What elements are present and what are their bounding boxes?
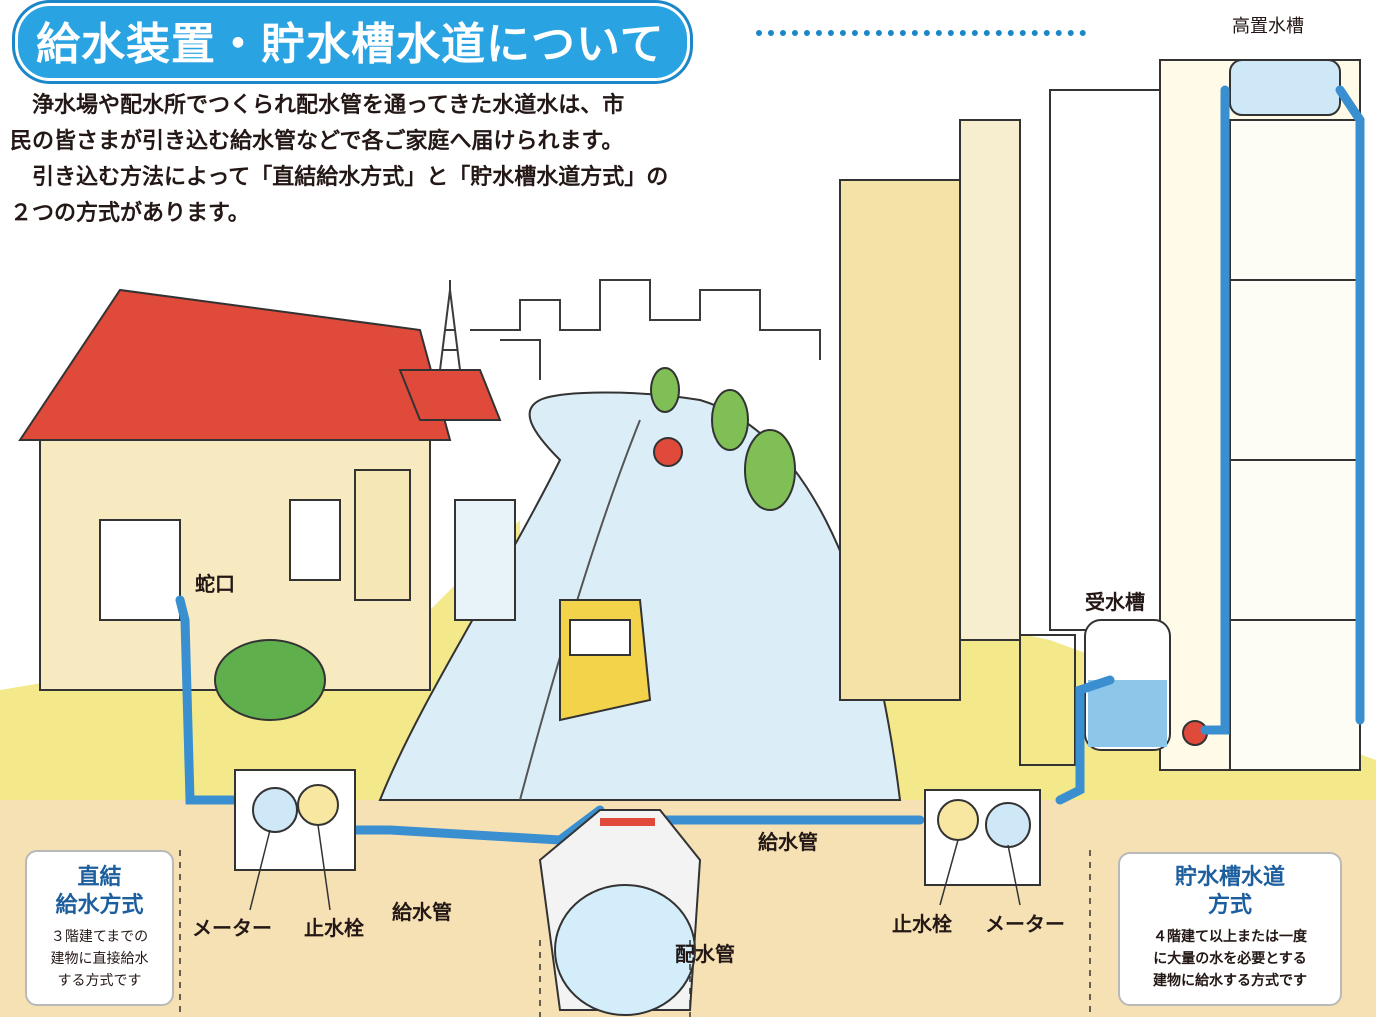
elevated-tank: [1229, 59, 1341, 116]
label-meter-right: メーター: [985, 912, 1065, 936]
storage-tank-box: 貯水槽水道 方式 ４階建て以上または一度 に大量の水を必要とする 建物に給水する…: [1118, 852, 1342, 1006]
storage-tank-desc-line: ４階建て以上または一度: [1153, 929, 1307, 945]
bush: [711, 389, 749, 451]
title-dots: [756, 30, 1086, 36]
direct-supply-title-line: 直結: [77, 865, 122, 890]
label-faucet: 蛇口: [195, 572, 235, 596]
direct-supply-title: 直結 給水方式: [27, 864, 172, 920]
apartment-buildings: [839, 59, 1361, 771]
bush: [214, 639, 326, 721]
direct-supply-desc-line: 建物に直接給水: [50, 951, 149, 967]
storage-tank-desc-line: 建物に給水する方式です: [1153, 973, 1307, 989]
storage-tank-title: 貯水槽水道 方式: [1120, 864, 1340, 920]
label-supply-pipe-right: 給水管: [758, 830, 818, 854]
intro-line: 民の皆さまが引き込む給水管などで各ご家庭へ届けられます。: [10, 129, 624, 154]
label-supply-pipe-left: 給水管: [392, 900, 452, 924]
label-elevated-tank: 高置水槽: [1232, 16, 1304, 37]
storage-tank-title-line: 貯水槽水道: [1174, 865, 1285, 890]
distribution-main: [538, 809, 702, 1016]
direct-supply-desc-line: ３階建てまでの: [50, 929, 149, 945]
label-meter-left: メーター: [192, 916, 272, 940]
tank-fence: [1019, 634, 1076, 766]
storage-tank-desc: ４階建て以上または一度 に大量の水を必要とする 建物に給水する方式です: [1120, 926, 1340, 992]
direct-supply-desc: ３階建てまでの 建物に直接給水 する方式です: [27, 926, 172, 992]
label-stopcock-right: 止水栓: [892, 912, 952, 936]
meter-box-right: [924, 789, 1041, 886]
label-stopcock-left: 止水栓: [304, 916, 364, 940]
intro-text: 浄水場や配水所でつくられ配水管を通ってきた水道水は、市 民の皆さまが引き込む給水…: [10, 88, 780, 232]
intro-line: 浄水場や配水所でつくられ配水管を通ってきた水道水は、市: [10, 93, 625, 118]
direct-supply-desc-line: する方式です: [57, 973, 142, 989]
section-dividers: [179, 850, 1091, 1017]
intro-line: ２つの方式があります。: [10, 201, 250, 226]
title-banner: 給水装置・貯水槽水道について: [8, 0, 1088, 78]
house: [18, 288, 502, 691]
storage-tank-desc-line: に大量の水を必要とする: [1153, 951, 1307, 967]
direct-supply-title-line: 給水方式: [55, 893, 144, 918]
direct-supply-box: 直結 給水方式 ３階建てまでの 建物に直接給水 する方式です: [25, 850, 174, 1006]
page-title: 給水装置・貯水槽水道について: [18, 6, 687, 78]
bush: [650, 367, 680, 413]
storage-tank-title-line: 方式: [1207, 893, 1252, 918]
bush: [744, 429, 796, 511]
tower-icon: [439, 280, 461, 371]
supply-pipe: [175, 85, 1365, 845]
garden-wall: [454, 499, 516, 621]
car-icon: [559, 599, 652, 722]
car-small-icon: [653, 437, 683, 467]
label-distribution-main: 配水管: [675, 942, 735, 966]
leader-lines: [249, 824, 1021, 911]
road-centerline: [519, 419, 641, 801]
city-skyline: [470, 279, 821, 380]
meter-box-left: [234, 769, 356, 871]
intro-line: 引き込む方法によって「直結給水方式」と「貯水槽水道方式」の: [10, 165, 669, 190]
label-receiving-tank: 受水槽: [1085, 590, 1145, 614]
